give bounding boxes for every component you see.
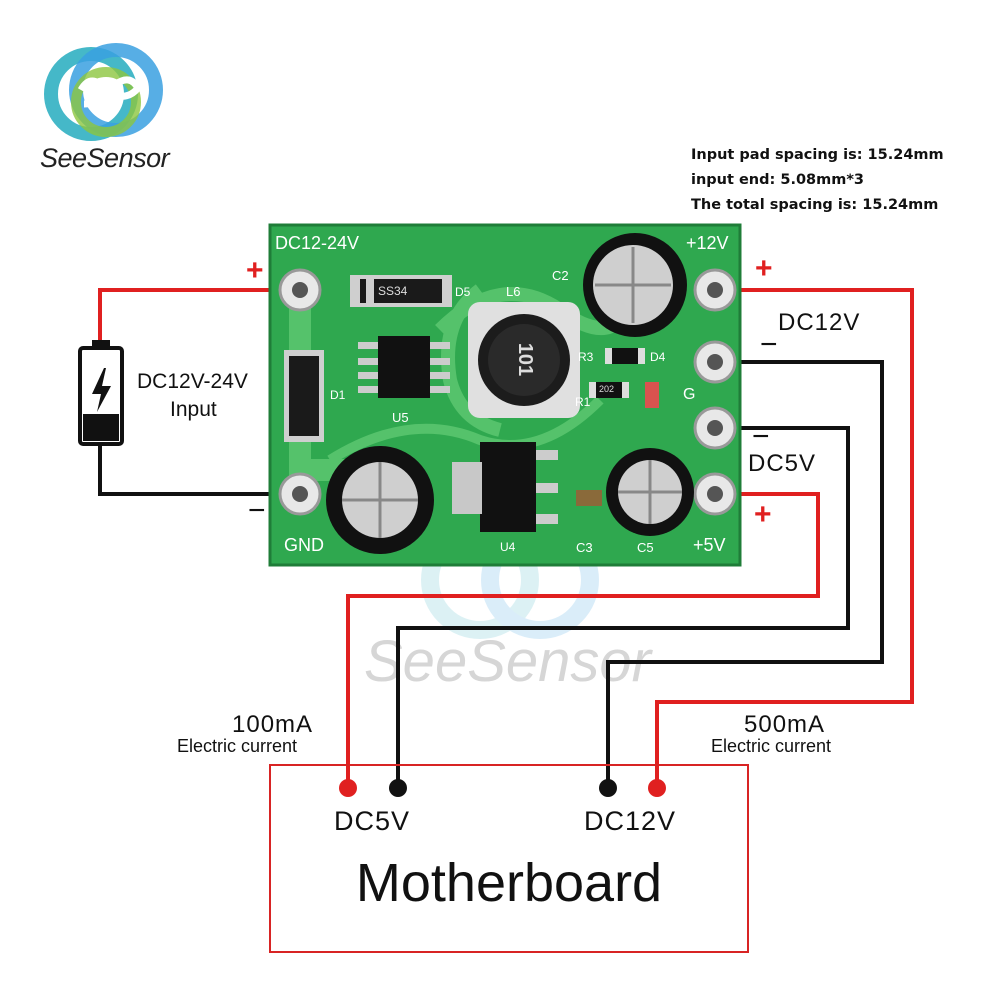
silk-u5: U5 [392,410,409,425]
silk-d5: D5 [455,285,471,299]
silk-d1: D1 [330,388,346,402]
left-current-value: 100mA [232,711,314,738]
seesensor-logo-icon [44,43,163,141]
input-minus-sign: − [248,494,266,527]
wire-12v-negative [606,360,884,788]
wires [98,288,914,788]
diode-marking: SS34 [378,284,408,298]
mb-dc12v-label: DC12V [584,806,677,836]
silk-c2: C2 [552,268,569,283]
silk-g: G [683,386,696,403]
input-label: Input [170,398,217,421]
silk-l6: L6 [506,284,521,299]
output-5v-label: DC5V [748,450,817,477]
mb-5v-negative-dot [389,779,407,797]
output-12v-label: DC12V [778,309,861,336]
pad-spacing-notes: Input pad spacing is: 15.24mm input end:… [691,143,944,218]
silk-c3: C3 [576,540,593,555]
note-line: Input pad spacing is: 15.24mm [691,147,944,163]
mb-dc5v-label: DC5V [334,806,411,836]
mb-5v-positive-dot [339,779,357,797]
silk-r1: R1 [575,395,591,409]
note-line: The total spacing is: 15.24mm [691,197,939,213]
silk-d4: D4 [650,350,666,364]
note-line: input end: 5.08mm*3 [691,172,865,188]
mb-12v-positive-dot [648,779,666,797]
silk-gnd: GND [284,535,324,555]
right-current-text: Electric current [711,736,832,756]
out5-minus-sign: − [752,420,770,453]
input-plus-sign: + [246,254,264,287]
brand-name: SeeSensor [40,143,170,173]
silk-dc12-24v: DC12-24V [275,233,360,253]
out5-plus-sign: + [754,498,772,531]
pcb-board [268,223,742,567]
left-current-text: Electric current [177,736,298,756]
out12-plus-sign: + [755,252,773,285]
smd-resistor-marking: 202 [599,384,615,394]
battery-icon [78,340,124,446]
silk-plus12v: +12V [686,233,729,253]
input-voltage-label: DC12V-24V [137,370,248,393]
wire-input-positive [98,288,300,348]
watermark-text: SeeSensor [364,629,651,694]
wire-5v-negative [396,426,850,788]
inductor-marking: 101 [514,342,537,377]
wire-5v-positive [346,492,820,788]
silk-u4: U4 [500,540,516,554]
silk-c5: C5 [637,540,654,555]
mb-12v-negative-dot [599,779,617,797]
motherboard-frame [269,764,749,953]
out12-minus-sign: − [760,328,778,361]
motherboard-title: Motherboard [355,853,663,913]
wire-input-negative [98,444,300,496]
silk-r3: R3 [578,350,594,364]
silk-plus5v: +5V [693,535,726,555]
right-current-value: 500mA [744,711,826,738]
wire-12v-positive [655,288,914,788]
